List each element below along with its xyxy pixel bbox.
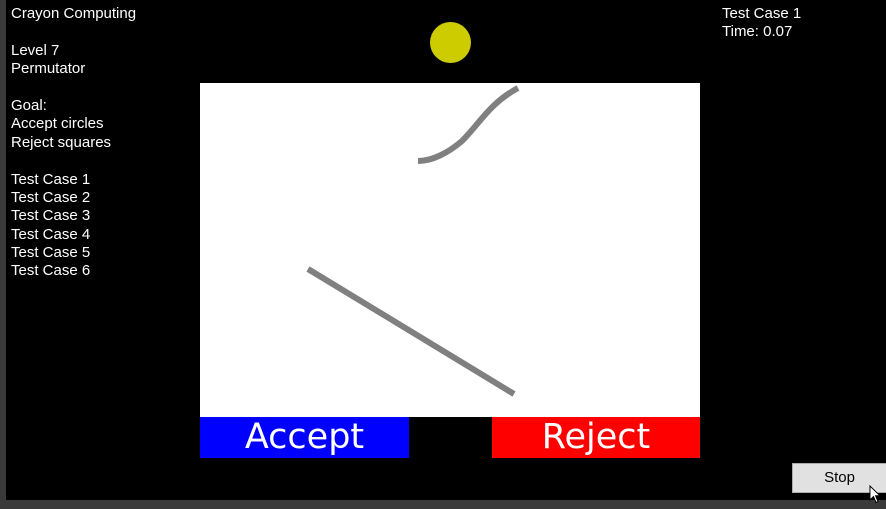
goal-line: Reject squares xyxy=(11,133,112,151)
crayon-stroke-curve xyxy=(417,85,520,164)
drawing-canvas[interactable] xyxy=(200,83,700,417)
test-case-item[interactable]: Test Case 2 xyxy=(11,188,91,206)
test-case-item[interactable]: Test Case 6 xyxy=(11,262,91,280)
app-title: Crayon Computing xyxy=(11,5,137,22)
level-name: Permutator xyxy=(11,60,86,78)
test-case-item[interactable]: Test Case 1 xyxy=(11,170,91,188)
mouse-cursor-icon xyxy=(869,485,881,504)
accept-button[interactable]: Accept xyxy=(200,417,409,458)
timer-readout: Time: 0.07 xyxy=(722,23,793,41)
ball-icon xyxy=(430,22,471,63)
crayon-strokes xyxy=(306,85,520,397)
left-border xyxy=(0,0,6,500)
reject-button[interactable]: Reject xyxy=(492,417,700,458)
stop-button[interactable]: Stop xyxy=(792,463,886,493)
goal-line: Accept circles xyxy=(11,115,104,133)
goal-heading: Goal: xyxy=(11,96,47,114)
test-case-item[interactable]: Test Case 4 xyxy=(11,225,91,243)
crayon-stroke-line xyxy=(306,266,516,397)
status-panel: Test Case 1 Time: 0.07 xyxy=(722,5,801,42)
test-case-item[interactable]: Test Case 5 xyxy=(11,244,91,262)
info-panel: Crayon Computing Level 7 Permutator Goal… xyxy=(11,5,136,281)
test-case-item[interactable]: Test Case 3 xyxy=(11,207,91,225)
current-test-case: Test Case 1 xyxy=(722,5,802,22)
bottom-border xyxy=(0,500,886,509)
level-number: Level 7 xyxy=(11,41,60,59)
